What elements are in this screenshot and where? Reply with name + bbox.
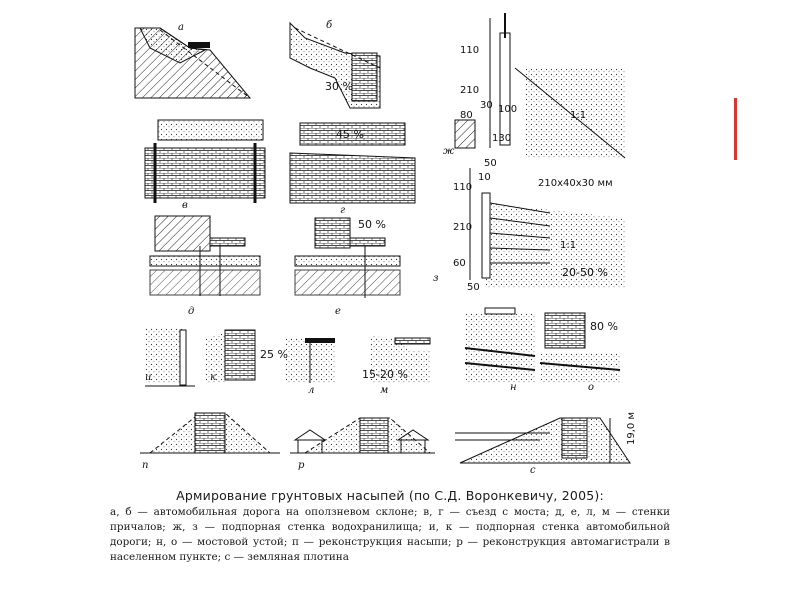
- panel-letter-g: г: [340, 205, 345, 216]
- dim-zh-80: 80: [460, 110, 473, 121]
- percent-g: 45 %: [336, 128, 364, 141]
- dim-z-strap: 210x40x30 мм: [538, 178, 613, 189]
- dim-z-slope: 1:1: [560, 240, 576, 251]
- dim-z-60: 60: [453, 258, 466, 269]
- percent-e: 50 %: [358, 218, 386, 231]
- panel-v: в: [144, 119, 266, 211]
- panel-letter-n: н: [510, 382, 517, 393]
- dim-zh-210: 210: [460, 85, 479, 96]
- panel-s: 19,0 м с: [455, 412, 637, 476]
- panel-zh: 110 210 80 30 100 130 1:1 ж: [443, 13, 626, 159]
- panel-letter-b: б: [326, 20, 333, 31]
- panel-a: а: [134, 22, 252, 99]
- figure-caption: Армирование грунтовых насыпей (по С.Д. В…: [110, 488, 670, 565]
- caption-body: а, б — автомобильная дорога на оползнево…: [110, 506, 670, 563]
- reinforcement-figure: а б 30 % в 45 % г д 50: [130, 8, 670, 483]
- dim-s-height: 19,0 м: [626, 412, 637, 445]
- panel-letter-v: в: [182, 200, 188, 211]
- panel-o: 80 % о: [539, 312, 621, 393]
- dim-z-110: 110: [453, 182, 472, 193]
- panel-letter-r: р: [298, 460, 305, 471]
- panel-d: д: [149, 215, 261, 317]
- percent-m: 15-20 %: [362, 368, 408, 381]
- percent-z: 20-50 %: [562, 266, 608, 279]
- panel-p: п: [140, 412, 280, 471]
- panel-k: 25 % к: [205, 329, 288, 383]
- dim-z-50-bot: 50: [467, 282, 480, 293]
- red-edge-marker: [734, 98, 737, 160]
- panel-letter-o: о: [588, 382, 594, 393]
- caption-title: Армирование грунтовых насыпей (по С.Д. В…: [176, 488, 604, 503]
- panel-n: н: [464, 307, 536, 393]
- panel-letter-l: л: [308, 385, 314, 396]
- dim-zh-100: 100: [498, 104, 517, 115]
- panel-z: 50 10 110 210 60 50 210x40x30 мм 1:1 20-…: [433, 158, 625, 293]
- dim-z-210: 210: [453, 222, 472, 233]
- panel-letter-e: е: [335, 306, 341, 317]
- dim-zh-slope: 1:1: [570, 110, 586, 121]
- percent-k: 25 %: [260, 348, 288, 361]
- panel-l: л: [285, 338, 335, 396]
- panel-letter-m: м: [380, 385, 388, 396]
- panel-m: 15-20 % м: [362, 336, 431, 396]
- panel-letter-zh: ж: [443, 146, 455, 157]
- panel-letter-a: а: [178, 22, 184, 33]
- panel-r: р: [290, 417, 435, 471]
- dim-z-50-top: 50: [484, 158, 497, 169]
- percent-b: 30 %: [325, 80, 353, 93]
- panel-letter-k: к: [210, 372, 216, 383]
- panel-letter-d: д: [188, 306, 194, 317]
- dim-z-10: 10: [478, 172, 491, 183]
- panel-i: и: [145, 328, 195, 387]
- dim-zh-30: 30: [480, 100, 493, 111]
- panel-letter-s: с: [530, 465, 536, 476]
- panel-letter-i: и: [145, 372, 151, 383]
- dim-zh-110: 110: [460, 45, 479, 56]
- panel-b: б 30 %: [289, 20, 381, 109]
- panel-g: 45 % г: [289, 122, 416, 216]
- panel-letter-z: з: [433, 273, 438, 284]
- panel-e: 50 % е: [294, 217, 401, 317]
- dim-zh-130: 130: [492, 133, 511, 144]
- percent-o: 80 %: [590, 320, 618, 333]
- panel-letter-p: п: [142, 460, 148, 471]
